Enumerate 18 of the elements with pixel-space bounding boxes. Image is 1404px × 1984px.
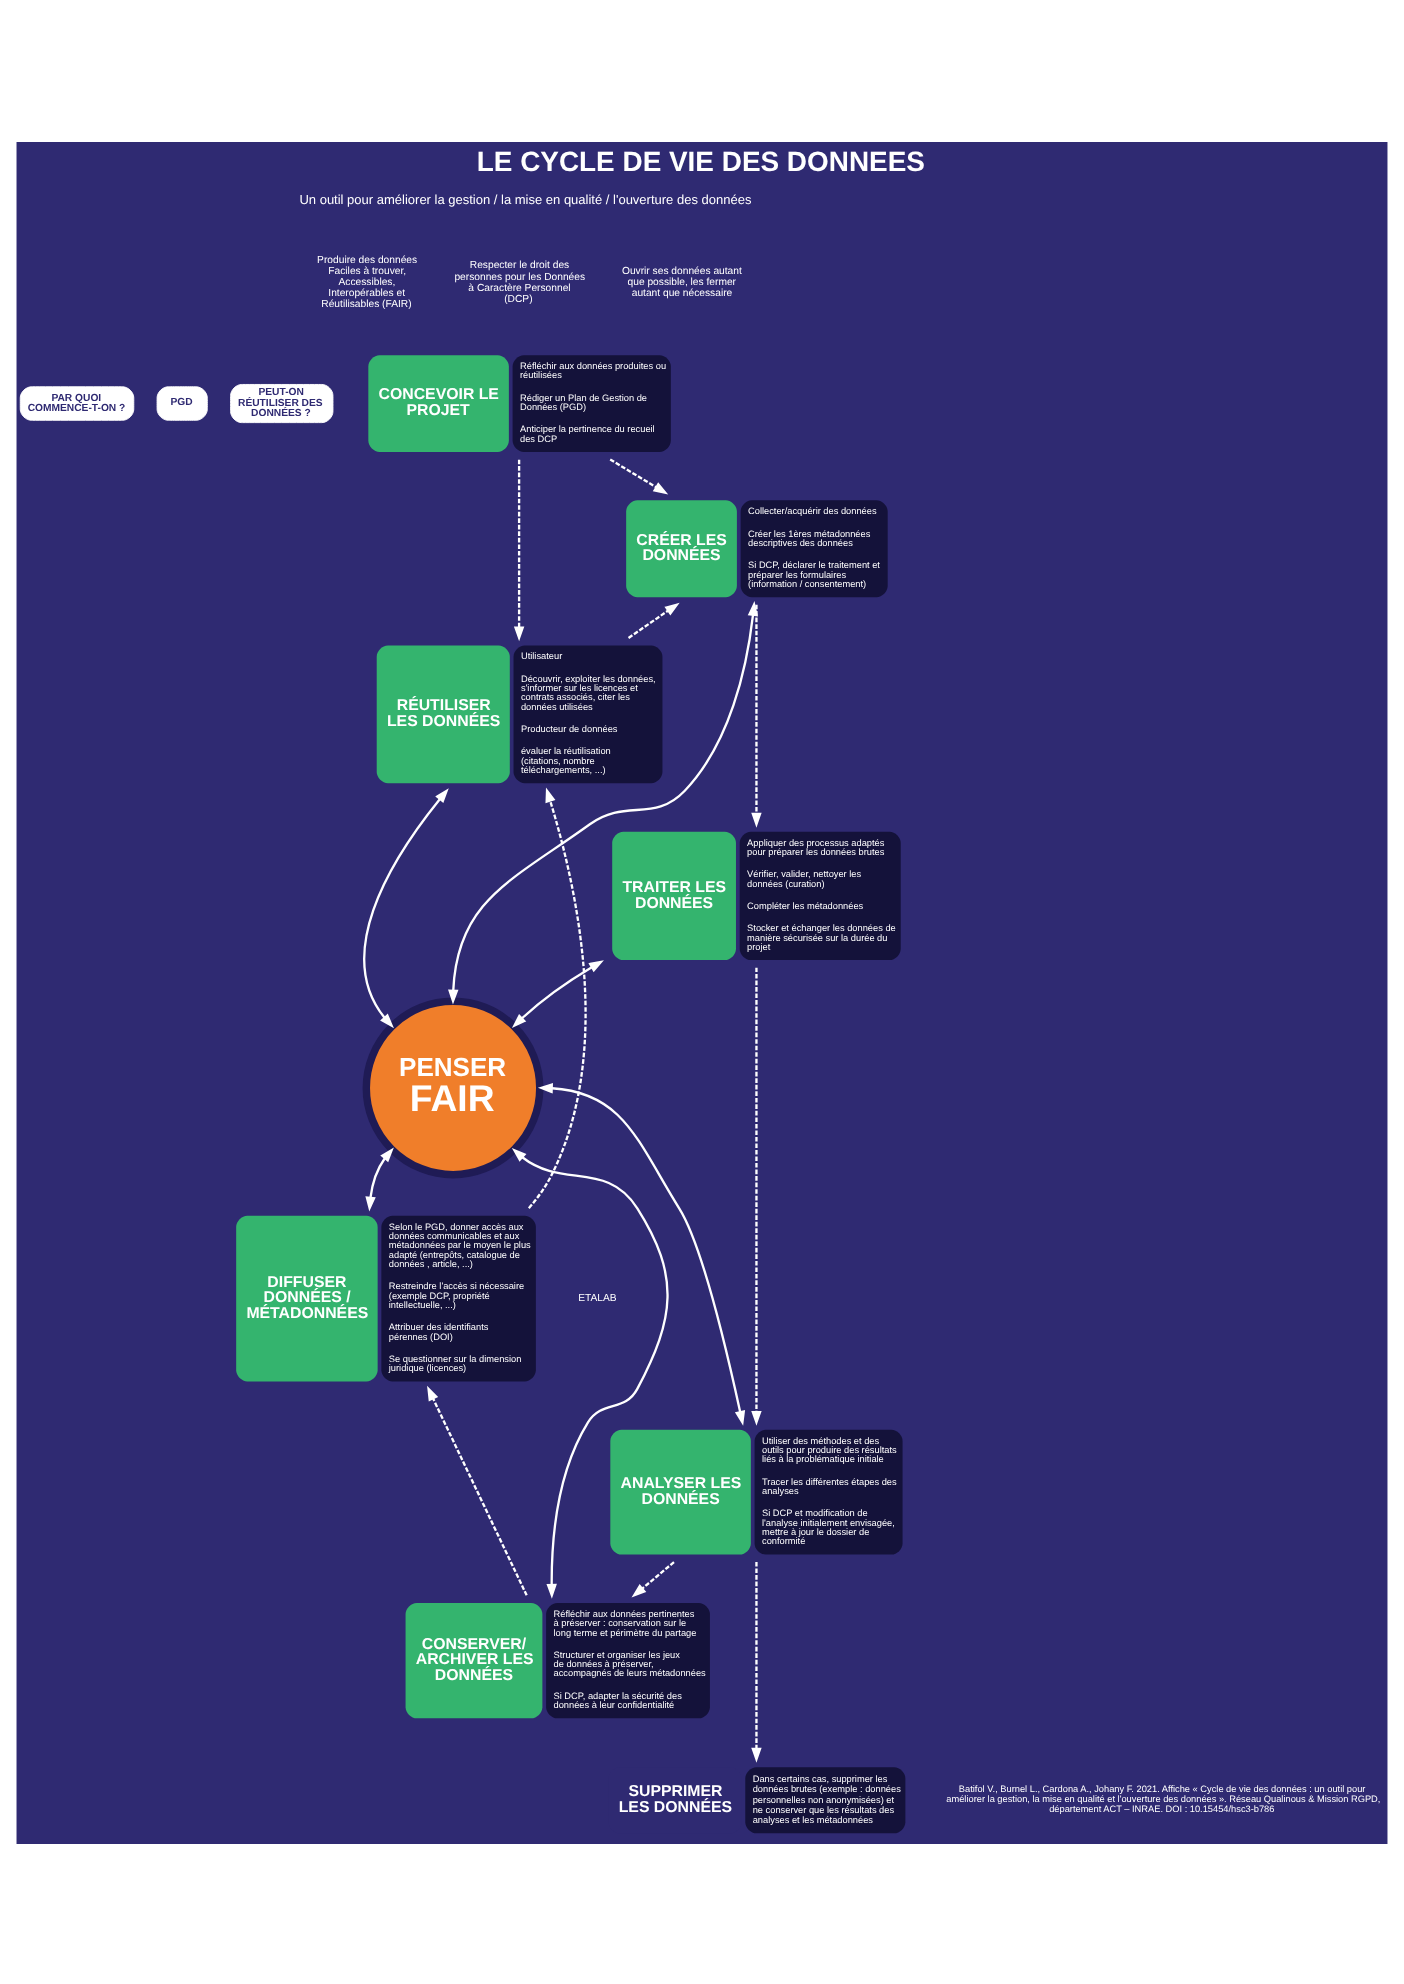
- arrow: [528, 786, 587, 1208]
- diagram-title: LE CYCLE DE VIE DES DONNEES: [476, 143, 925, 176]
- arrow: [627, 601, 680, 638]
- arrow: [427, 1384, 528, 1595]
- arrow: [537, 1082, 746, 1425]
- arrow: [631, 1560, 675, 1597]
- arrow: [511, 959, 604, 1028]
- arrow: [511, 1146, 669, 1598]
- node-circle: PENSER FAIR: [362, 996, 544, 1178]
- arrow: [751, 603, 762, 827]
- arrow: [363, 787, 449, 1028]
- arrow: [365, 1146, 394, 1211]
- arrow: [513, 458, 525, 641]
- arrow: [609, 457, 669, 494]
- node-label: SUPPRIMER LES DONNÉES: [618, 1781, 733, 1815]
- arrow: [448, 600, 759, 1004]
- arrow: [751, 1561, 762, 1762]
- arrow: [751, 966, 762, 1425]
